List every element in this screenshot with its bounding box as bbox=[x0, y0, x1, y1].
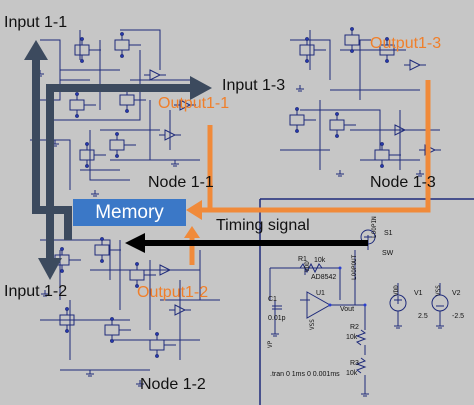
node-1-1-schematic bbox=[30, 29, 200, 197]
c1-value: 0.01p bbox=[268, 315, 286, 322]
v1-label: V1 bbox=[414, 290, 423, 297]
r1-label: R1 bbox=[298, 256, 307, 263]
timing-signal-label: Timing signal bbox=[216, 217, 310, 234]
vdd-top-label: VDD bbox=[304, 261, 311, 272]
arrowheads-orange bbox=[184, 200, 202, 238]
switch-type-label: SW bbox=[382, 250, 394, 257]
timing-schematic-panel bbox=[259, 198, 474, 405]
tran-directive: .tran 0 1ms 0 0.001ms bbox=[270, 371, 340, 378]
r2-label: R2 bbox=[350, 324, 359, 331]
r3-label: R3 bbox=[350, 360, 359, 367]
r3-value: 10k bbox=[346, 370, 358, 377]
u1-part: AD8542 bbox=[311, 274, 337, 281]
loopin-label: LOOPIN bbox=[371, 216, 378, 238]
timing-arrow bbox=[125, 233, 368, 253]
r2-value: 10k bbox=[346, 334, 358, 341]
node-1-3-schematic bbox=[280, 27, 442, 177]
u1-label: U1 bbox=[316, 290, 325, 297]
output-1-2-label: Output1-2 bbox=[137, 284, 209, 301]
c1-label: C1 bbox=[268, 296, 277, 303]
node-1-3-label: Node 1-3 bbox=[370, 174, 436, 191]
node-1-2-label: Node 1-2 bbox=[140, 376, 206, 393]
input-1-3-label: Input 1-3 bbox=[222, 77, 286, 94]
arrowheads-dark bbox=[24, 40, 212, 280]
r1-value: 10k bbox=[314, 257, 326, 264]
v1-value: 2.5 bbox=[418, 313, 428, 320]
v2-value: -2.5 bbox=[452, 313, 465, 320]
memory-block: Memory bbox=[73, 199, 186, 226]
vp-label: VP bbox=[267, 340, 274, 348]
vdd-source-label: VDD bbox=[393, 285, 400, 296]
input-1-2-label: Input 1-2 bbox=[4, 283, 68, 300]
loopout-label: LOOPOUT bbox=[351, 254, 358, 280]
node-1-2-schematic bbox=[40, 237, 220, 387]
output-1-3-label: Output1-3 bbox=[370, 35, 442, 52]
node-1-1-label: Node 1-1 bbox=[148, 174, 214, 191]
switch-label: S1 bbox=[384, 230, 393, 237]
input-arrows bbox=[32, 58, 190, 260]
vss-bottom-label: VSS bbox=[309, 319, 316, 330]
vout-label: Vout bbox=[340, 306, 355, 313]
vss-source-label: VSS bbox=[435, 285, 442, 296]
output-1-1-label: Output1-1 bbox=[158, 95, 230, 112]
v2-label: V2 bbox=[452, 290, 461, 297]
input-1-1-label: Input 1-1 bbox=[4, 14, 68, 31]
